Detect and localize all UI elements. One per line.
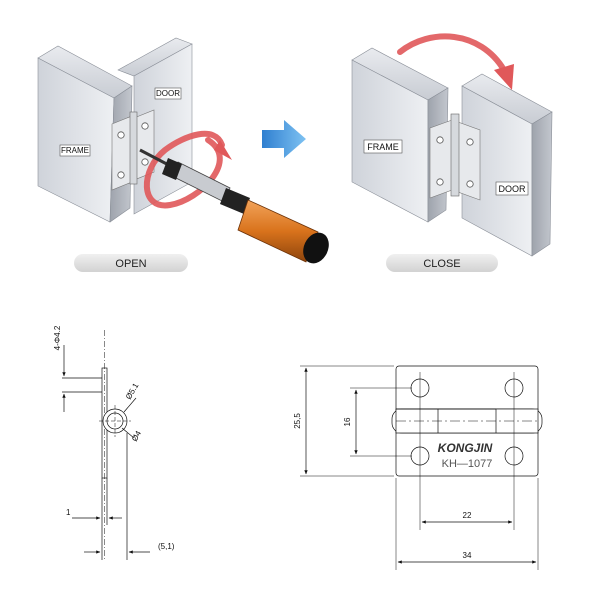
open-illustration: DOOR FRAME OPEN (37, 37, 329, 272)
swing-arrow-icon (397, 33, 507, 73)
model-number: KH—1077 (442, 458, 493, 470)
close-label-pill (386, 254, 498, 272)
pin-diameter-dim: Ø5.1 (124, 381, 141, 401)
rotate-arrow-icon (143, 130, 225, 209)
height-dim: 25,5 (293, 413, 302, 429)
open-label: OPEN (115, 258, 146, 270)
open-label-pill (74, 254, 188, 272)
side-view-drawing (62, 330, 150, 560)
close-frame-label: FRAME (367, 142, 399, 152)
close-illustration: FRAME DOOR CLOSE (351, 33, 553, 272)
close-door-label: DOOR (499, 184, 527, 194)
width-dim: 34 (463, 551, 472, 560)
open-door-label: DOOR (156, 89, 180, 98)
hole-vertical-dim: 16 (343, 417, 352, 426)
overall-depth-dim: (5,1) (158, 542, 175, 551)
barrel-diameter-dim: Ø4 (130, 429, 143, 443)
close-label: CLOSE (423, 258, 460, 270)
arrow-right-icon (262, 120, 306, 158)
hole-horizontal-dim: 22 (463, 511, 472, 520)
screwdriver-icon (139, 148, 329, 264)
front-view-drawing (300, 365, 543, 570)
hole-diameter-dim: 4-Φ4.2 (53, 325, 62, 350)
thickness-dim: 1 (66, 508, 71, 517)
brand-logo: KONGJIN (438, 441, 493, 455)
open-frame-label: FRAME (61, 146, 89, 155)
